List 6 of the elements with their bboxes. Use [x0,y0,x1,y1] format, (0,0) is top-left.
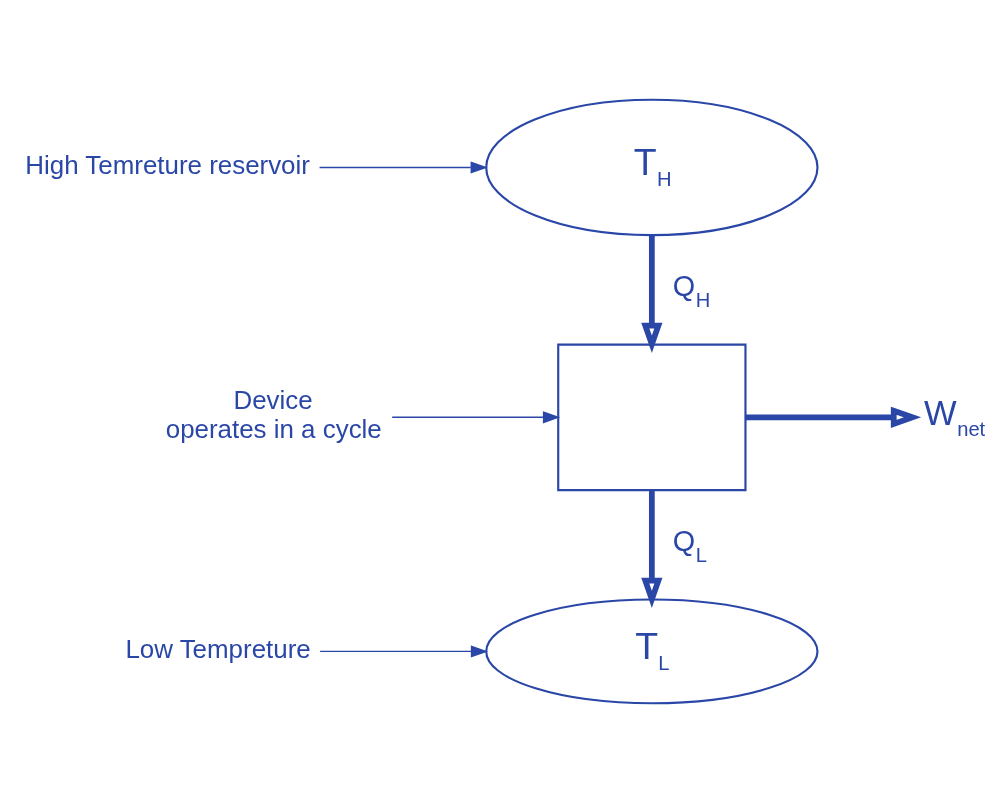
edge-label: Q$_{H}$ [672,269,711,311]
edge-label: Q$_{L}$ [672,524,707,566]
node-text: High Temreture reservoir [25,150,310,179]
node-text: Low Tempreture [125,634,311,663]
node-text: W$_{net}$ [924,393,986,440]
node-text: Device operates in a cycle [165,385,382,443]
